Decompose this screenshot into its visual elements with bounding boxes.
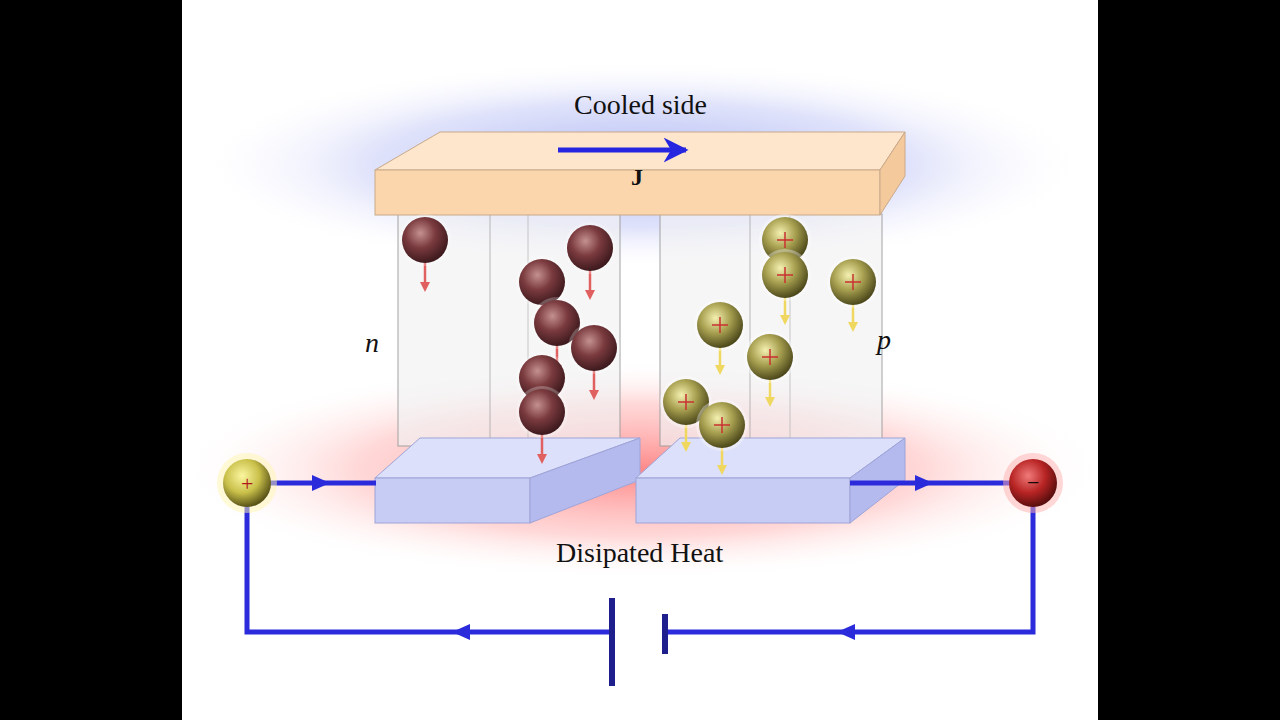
positive-terminal-sign: + xyxy=(241,473,253,495)
n-type-label: n xyxy=(365,329,379,357)
hot-side-label: Disipated Heat xyxy=(556,539,723,567)
current-density-symbol: J xyxy=(631,165,643,189)
side-heading: Cooled side xyxy=(574,91,707,119)
negative-terminal-sign: − xyxy=(1027,472,1039,494)
cold-plate: Cooled sideJ xyxy=(375,85,905,215)
p-type-label: p xyxy=(877,326,891,354)
